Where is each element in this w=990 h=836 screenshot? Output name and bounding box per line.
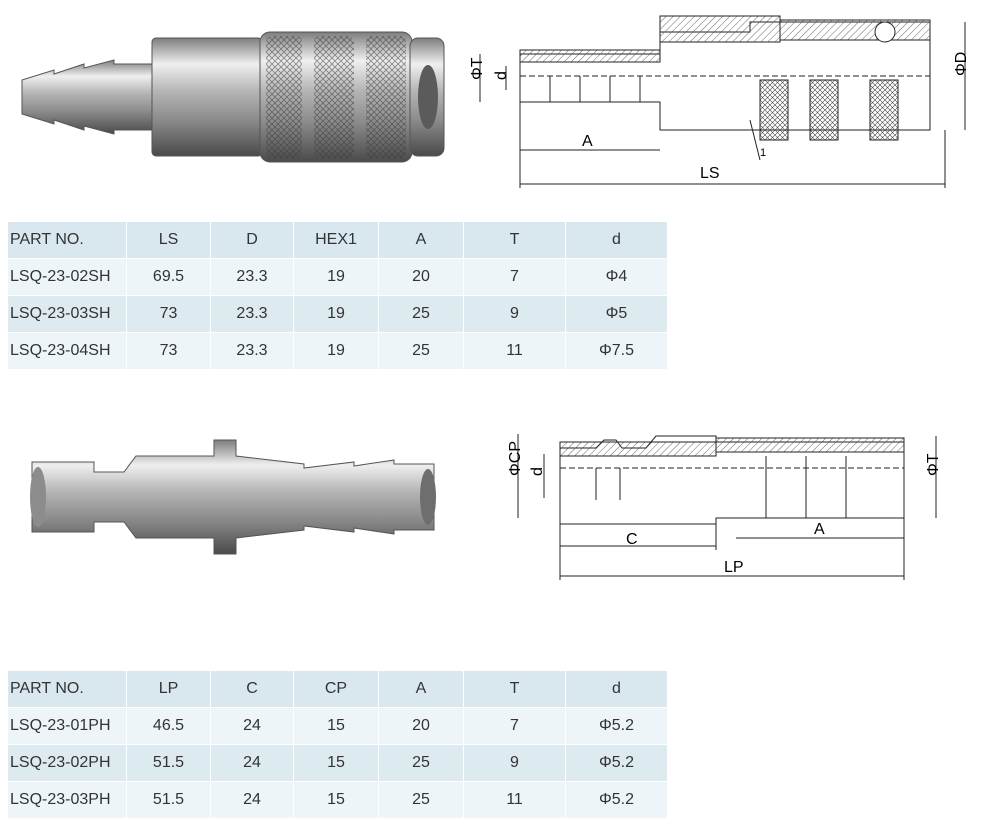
table-cell: 24 bbox=[211, 745, 294, 782]
part-number-cell: LSQ-23-02SH bbox=[8, 259, 127, 296]
column-header: HEX1 bbox=[294, 222, 379, 259]
plug-dim-phi-cp: ΦCP bbox=[507, 441, 524, 476]
column-header: PART NO. bbox=[8, 222, 127, 259]
table-cell: 73 bbox=[127, 296, 211, 333]
table-cell: 11 bbox=[464, 333, 566, 370]
socket-dim-ls: LS bbox=[700, 165, 720, 182]
table-cell: 20 bbox=[379, 259, 464, 296]
column-header: d bbox=[566, 671, 668, 708]
socket-dim-a: A bbox=[582, 133, 593, 150]
table-cell: 25 bbox=[379, 745, 464, 782]
table-cell: 25 bbox=[379, 333, 464, 370]
table-cell: 15 bbox=[294, 745, 379, 782]
column-header: T bbox=[464, 671, 566, 708]
plug-spec-table: PART NO. LP C CP A T d LSQ-23-01PH 46.5 … bbox=[8, 671, 668, 819]
table-cell: Φ7.5 bbox=[566, 333, 668, 370]
table-cell: 25 bbox=[379, 782, 464, 819]
table-cell: 15 bbox=[294, 708, 379, 745]
table-cell: 19 bbox=[294, 296, 379, 333]
table-row: LSQ-23-03PH 51.5 24 15 25 11 Φ5.2 bbox=[8, 782, 668, 819]
socket-dim-phi-d: ΦD bbox=[953, 52, 970, 76]
socket-technical-drawing: ΦT d ΦD A LS 1 bbox=[469, 15, 970, 188]
column-header: LP bbox=[127, 671, 211, 708]
part-number-cell: LSQ-23-04SH bbox=[8, 333, 127, 370]
socket-spec-table: PART NO. LS D HEX1 A T d LSQ-23-02SH 69.… bbox=[8, 222, 668, 370]
socket-dim-d: d bbox=[493, 71, 510, 80]
table-cell: Φ5.2 bbox=[566, 745, 668, 782]
table-cell: 23.3 bbox=[211, 259, 294, 296]
table-cell: 15 bbox=[294, 782, 379, 819]
table-cell: 51.5 bbox=[127, 745, 211, 782]
plug-dim-lp: LP bbox=[724, 559, 744, 576]
table-cell: 73 bbox=[127, 333, 211, 370]
table-cell: 51.5 bbox=[127, 782, 211, 819]
plug-dim-c: C bbox=[626, 531, 638, 548]
plug-technical-drawing: ΦCP d ΦT C A LP bbox=[507, 434, 942, 580]
table-cell: 7 bbox=[464, 259, 566, 296]
table-cell: Φ5.2 bbox=[566, 782, 668, 819]
table-cell: 19 bbox=[294, 333, 379, 370]
table-row: LSQ-23-02PH 51.5 24 15 25 9 Φ5.2 bbox=[8, 745, 668, 782]
table-cell: 9 bbox=[464, 296, 566, 333]
table-cell: 23.3 bbox=[211, 333, 294, 370]
table-cell: 9 bbox=[464, 745, 566, 782]
socket-dim-one: 1 bbox=[760, 147, 766, 159]
table-header-row: PART NO. LP C CP A T d bbox=[8, 671, 668, 708]
table-cell: 23.3 bbox=[211, 296, 294, 333]
part-number-cell: LSQ-23-03PH bbox=[8, 782, 127, 819]
column-header: LS bbox=[127, 222, 211, 259]
table-cell: 19 bbox=[294, 259, 379, 296]
column-header: d bbox=[566, 222, 668, 259]
table-row: LSQ-23-03SH 73 23.3 19 25 9 Φ5 bbox=[8, 296, 668, 333]
plug-dim-phi-t: ΦT bbox=[925, 453, 942, 476]
plug-photo bbox=[30, 439, 436, 555]
table-cell: 24 bbox=[211, 782, 294, 819]
plug-dim-d: d bbox=[529, 467, 546, 476]
part-number-cell: LSQ-23-03SH bbox=[8, 296, 127, 333]
part-number-cell: LSQ-23-01PH bbox=[8, 708, 127, 745]
socket-photo bbox=[21, 31, 445, 163]
table-cell: 25 bbox=[379, 296, 464, 333]
column-header: A bbox=[379, 222, 464, 259]
part-number-cell: LSQ-23-02PH bbox=[8, 745, 127, 782]
socket-dim-phi-t: ΦT bbox=[469, 57, 486, 80]
table-cell: 11 bbox=[464, 782, 566, 819]
plug-dim-a: A bbox=[814, 521, 825, 538]
table-cell: Φ4 bbox=[566, 259, 668, 296]
table-header-row: PART NO. LS D HEX1 A T d bbox=[8, 222, 668, 259]
table-row: LSQ-23-01PH 46.5 24 15 20 7 Φ5.2 bbox=[8, 708, 668, 745]
table-cell: Φ5.2 bbox=[566, 708, 668, 745]
table-row: LSQ-23-04SH 73 23.3 19 25 11 Φ7.5 bbox=[8, 333, 668, 370]
table-cell: Φ5 bbox=[566, 296, 668, 333]
table-row: LSQ-23-02SH 69.5 23.3 19 20 7 Φ4 bbox=[8, 259, 668, 296]
column-header: PART NO. bbox=[8, 671, 127, 708]
column-header: C bbox=[211, 671, 294, 708]
column-header: D bbox=[211, 222, 294, 259]
table-cell: 7 bbox=[464, 708, 566, 745]
column-header: A bbox=[379, 671, 464, 708]
table-cell: 24 bbox=[211, 708, 294, 745]
column-header: CP bbox=[294, 671, 379, 708]
column-header: T bbox=[464, 222, 566, 259]
table-cell: 46.5 bbox=[127, 708, 211, 745]
table-cell: 20 bbox=[379, 708, 464, 745]
table-cell: 69.5 bbox=[127, 259, 211, 296]
